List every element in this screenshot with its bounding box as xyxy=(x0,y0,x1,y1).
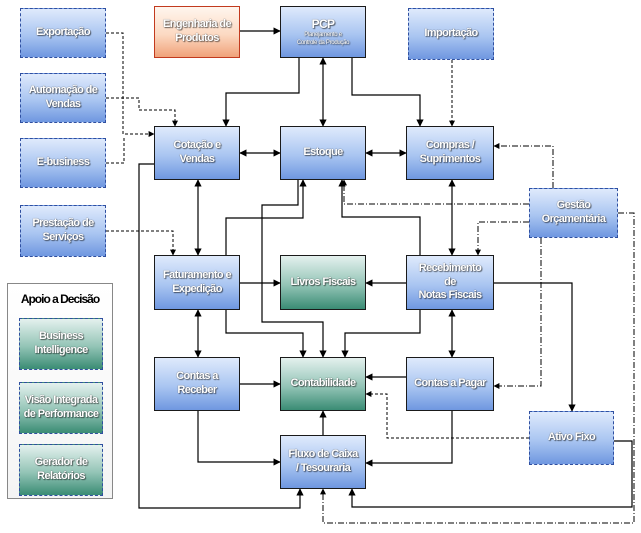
node-compras-label-1: Compras / xyxy=(425,139,475,152)
node-pcp-sub-1: Planejamento e xyxy=(304,32,342,39)
node-contabilidade-label: Contabilidade xyxy=(290,377,357,390)
edge-ativo-fluxo xyxy=(348,440,633,508)
node-prestacao-label-2: Serviços xyxy=(42,231,84,243)
node-ativo-label: Ativo Fixo xyxy=(547,431,596,444)
node-livros-fiscais[interactable]: Livros Fiscais xyxy=(280,255,366,310)
node-estoque[interactable]: Estoque xyxy=(280,126,366,180)
edge-pcp-cotacao xyxy=(222,58,300,127)
edge-gestao-estoque xyxy=(341,179,529,205)
node-visao-integrada[interactable]: Visão Integrada de Performance xyxy=(19,382,103,434)
node-engenharia-label-1: Engenharia de xyxy=(163,18,232,31)
node-pcp-sub-2: Controle da Produção xyxy=(296,39,350,46)
edge-prestacao-faturamento xyxy=(106,230,176,256)
node-bi-label-2: Intelligence xyxy=(34,344,88,356)
node-faturamento-expedicao[interactable]: Faturamento e Expedição xyxy=(154,255,240,310)
node-recebimento-label-1: Recebimento xyxy=(418,261,482,274)
node-visao-label-2: de Performance xyxy=(23,408,99,420)
edge-gestao-recebimento xyxy=(475,221,529,256)
node-importacao-label: Importação xyxy=(424,27,478,40)
node-fluxo-label-2: / Tesouraria xyxy=(295,462,351,474)
node-gerador-relatorios[interactable]: Gerador de Relatórios xyxy=(19,444,103,496)
node-exportacao-label: Exportação xyxy=(36,26,91,39)
edge-faturamento-contab xyxy=(225,310,307,358)
node-pcp[interactable]: PCP Planejamento e Controle da Produção xyxy=(280,6,366,58)
node-recebimento-label-2: de xyxy=(444,275,456,288)
edge-ebusiness-cotacao xyxy=(106,138,125,164)
node-recebimento-label-3: Notas Fiscais xyxy=(418,289,482,302)
edge-pcp-compras xyxy=(351,58,424,127)
node-contabilidade[interactable]: Contabilidade xyxy=(280,357,366,411)
edge-cotacao-fluxo xyxy=(138,163,304,509)
node-compras-suprimentos[interactable]: Compras / Suprimentos xyxy=(406,126,494,180)
node-faturamento-label-2: Expedição xyxy=(172,282,222,295)
node-engenharia-produtos[interactable]: Engenharia de Produtos xyxy=(154,6,240,58)
node-livros-label: Livros Fiscais xyxy=(290,275,357,288)
edge-estoque-contab xyxy=(261,180,327,358)
node-receber-label-2: Receber xyxy=(177,384,217,396)
edge-pagar-fluxo xyxy=(365,411,453,467)
node-gestao-label-2: Orçamentária xyxy=(541,213,606,225)
node-cotacao-label-1: Cotação e xyxy=(173,139,221,152)
edge-automacao-cotacao xyxy=(106,97,178,127)
node-cotacao-vendas[interactable]: Cotação e Vendas xyxy=(154,126,240,180)
node-contas-receber[interactable]: Contas a Receber xyxy=(154,357,240,411)
node-visao-label-1: Visão Integrada xyxy=(24,394,98,407)
node-ebusiness[interactable]: E-business xyxy=(20,138,106,188)
edge-recebimento-ativo xyxy=(493,282,576,412)
edge-gestao-pagar xyxy=(493,238,542,389)
node-gestao-label-1: Gestão xyxy=(556,199,591,212)
edge-ativo-contab xyxy=(365,391,529,439)
node-receber-label-1: Contas a xyxy=(176,370,218,383)
node-contas-pagar[interactable]: Contas a Pagar xyxy=(406,357,494,411)
node-recebimento-notas[interactable]: Recebimento de Notas Fiscais xyxy=(406,255,494,310)
node-prestacao-label-1: Prestação de xyxy=(32,217,94,230)
group-apoio-decisao-title: Apoio a Decisão xyxy=(20,292,100,306)
edge-recebimento-contab xyxy=(341,310,421,358)
edge-exportacao-cotacao xyxy=(106,32,155,137)
node-bi-label-1: Business xyxy=(38,330,84,343)
node-automacao-label-1: Automação de xyxy=(28,84,98,97)
node-cotacao-label-2: Vendas xyxy=(179,153,216,165)
node-ativo-fixo[interactable]: Ativo Fixo xyxy=(529,411,614,465)
node-importacao[interactable]: Importação xyxy=(408,8,494,60)
node-business-intelligence[interactable]: Business Intelligence xyxy=(19,318,103,370)
node-fluxo-caixa[interactable]: Fluxo de Caixa / Tesouraria xyxy=(280,435,366,489)
node-prestacao-servicos[interactable]: Prestação de Serviços xyxy=(20,205,106,257)
node-automacao-vendas[interactable]: Automação de Vendas xyxy=(20,73,106,123)
node-gestao-orcamentaria[interactable]: Gestão Orçamentária xyxy=(529,188,618,238)
node-automacao-label-2: Vendas xyxy=(45,98,82,110)
edge-faturamento-estoque xyxy=(225,179,307,255)
node-fluxo-label-1: Fluxo de Caixa xyxy=(288,448,358,461)
node-gerador-label-2: Relatórios xyxy=(37,470,85,482)
node-pcp-title: PCP xyxy=(311,17,335,32)
node-compras-label-2: Suprimentos xyxy=(419,153,481,165)
edge-receber-fluxo xyxy=(197,411,281,466)
node-engenharia-label-2: Produtos xyxy=(175,32,219,44)
edge-gestao-compras xyxy=(493,143,554,188)
node-faturamento-label-1: Faturamento e xyxy=(163,268,232,281)
edge-recebimento-estoque xyxy=(338,179,421,255)
node-gerador-label-1: Gerador de xyxy=(34,456,88,469)
node-ebusiness-label: E-business xyxy=(36,156,90,169)
node-pagar-label: Contas a Pagar xyxy=(414,377,486,390)
node-exportacao[interactable]: Exportação xyxy=(20,8,106,58)
node-estoque-label: Estoque xyxy=(303,146,343,159)
